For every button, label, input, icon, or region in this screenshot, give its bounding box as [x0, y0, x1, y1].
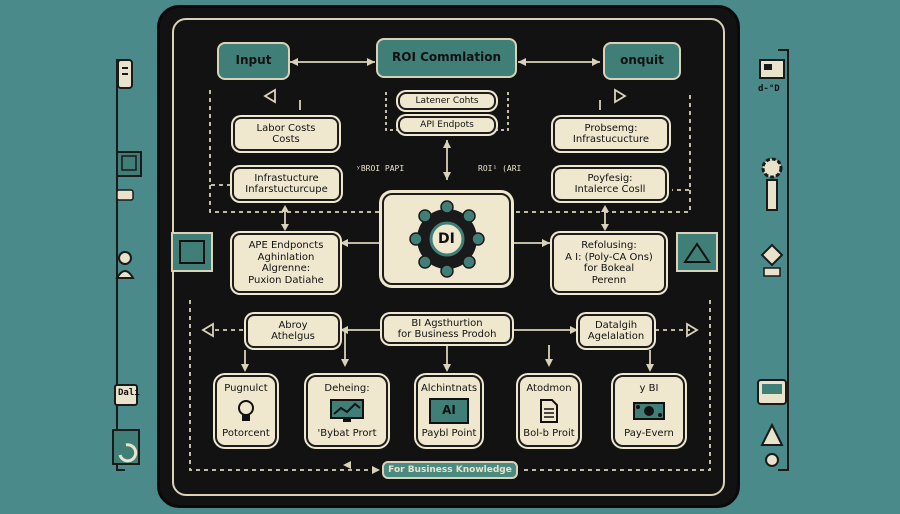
left-side-caption: Dali [118, 388, 140, 398]
ape-endpoints-node[interactable]: APE Endponcts Aghinlation Algrenne: Puxi… [232, 233, 340, 293]
bottom-card-3[interactable]: Alchintnats AI Paybl Point [416, 375, 482, 447]
abroy-line2: Athelgus [271, 331, 315, 342]
refolusing-line4: Perenn [591, 274, 627, 286]
bi-aggregation-node[interactable]: BI Agsthurtion for Business Prodoh [382, 314, 512, 344]
bottom-card-4-title: Atodmon [526, 383, 572, 394]
lightbulb-icon [238, 400, 254, 421]
ape-line3: Algrenne: [261, 263, 311, 274]
mid-label-right: ROI¹ (ARI [478, 164, 522, 173]
processing-node[interactable]: Probsemg: Infrastucucture [553, 117, 669, 151]
bottom-card-4[interactable]: Atodmon Bol-b Proit [518, 375, 580, 447]
refolusing-line3: for Bokeal [583, 263, 635, 274]
labor-costs-line1: Labor Costs [256, 122, 316, 134]
right-side-rail [757, 49, 789, 471]
ape-line2: Aghinlation [257, 251, 315, 263]
bottom-card-1[interactable]: Pugnulct Potorcent [215, 375, 277, 447]
gear-icon [408, 200, 485, 278]
datalgih-line1: Datalgih [594, 319, 638, 331]
roi-node[interactable]: ROI Commlation [376, 38, 517, 78]
ai-monitor-icon: AI [429, 398, 469, 424]
bottom-card-5-title: y BI [639, 383, 659, 394]
polysing-line1: Poyfesig: [587, 172, 633, 184]
input-node[interactable]: Input [217, 42, 290, 80]
abroy-line1: Abroy [278, 319, 308, 331]
infrastructure-line2: Infarstucturcupe [245, 184, 328, 195]
datalgih-node[interactable]: Datalgih Agelalation [578, 314, 654, 348]
bottom-card-3-title: Alchintnats [420, 383, 478, 394]
bottom-card-1-title: Pugnulct [224, 383, 268, 394]
di-core-label: DI [438, 231, 455, 247]
labor-costs-line2: Costs [272, 134, 300, 145]
bottom-card-2-title: Deheing: [324, 383, 370, 394]
refolusing-line1: Refolusing: [581, 240, 637, 251]
ape-line4: Puxion Datiahe [248, 274, 324, 286]
polysing-line2: Intalerce Cosll [574, 184, 646, 195]
latency-costs-node[interactable]: Latener Cohts [398, 92, 496, 110]
bottom-card-5[interactable]: y BI Pay-Evern [613, 375, 685, 447]
refolusing-line2: A I: (Poly-CA Ons) [565, 251, 653, 263]
refolusing-node[interactable]: Refolusing: A I: (Poly-CA Ons) for Bokea… [552, 233, 666, 293]
infrastructure-line1: Infrastucture [254, 172, 319, 184]
processing-line1: Probsemg: [584, 122, 638, 134]
abroy-node[interactable]: Abroy Athelgus [246, 314, 340, 348]
polysing-node[interactable]: Poyfesig: Intalerce Cosll [553, 167, 667, 201]
mid-label-left: ʸBROI PAPI [356, 164, 405, 173]
bottom-card-2-caption: 'Bybat Prort [317, 427, 377, 439]
infrastructure-node[interactable]: Infrastucture Infarstucturcupe [232, 167, 341, 201]
bottom-card-1-caption: Potorcent [222, 427, 270, 439]
left-side-rail [112, 59, 142, 471]
bottom-card-2[interactable]: Deheing: 'Bybat Prort [306, 375, 388, 447]
bi-aggregation-line2: for Business Prodoh [397, 329, 497, 340]
processing-line2: Infrastucucture [572, 134, 650, 145]
footer-pill[interactable]: For Business Knowledge [382, 461, 518, 479]
right-side-caption: d-°D [758, 84, 780, 94]
bi-aggregation-line1: BI Agsthurtion [411, 317, 483, 329]
money-icon [633, 402, 665, 420]
document-icon [540, 399, 558, 423]
bottom-card-3-caption: Paybl Point [421, 427, 477, 439]
api-endpoints-node[interactable]: API Endpots [398, 116, 496, 134]
labor-costs-node[interactable]: Labor Costs Costs [233, 117, 339, 151]
bottom-card-5-caption: Pay-Evern [624, 427, 674, 439]
bottom-card-4-caption: Bol-b Proit [523, 427, 575, 439]
datalgih-line2: Agelalation [587, 331, 645, 342]
output-node[interactable]: onquit [603, 42, 681, 80]
ape-line1: APE Endponcts [248, 240, 324, 251]
monitor-chart-icon [330, 399, 364, 422]
di-core-node[interactable]: DI [382, 193, 511, 285]
